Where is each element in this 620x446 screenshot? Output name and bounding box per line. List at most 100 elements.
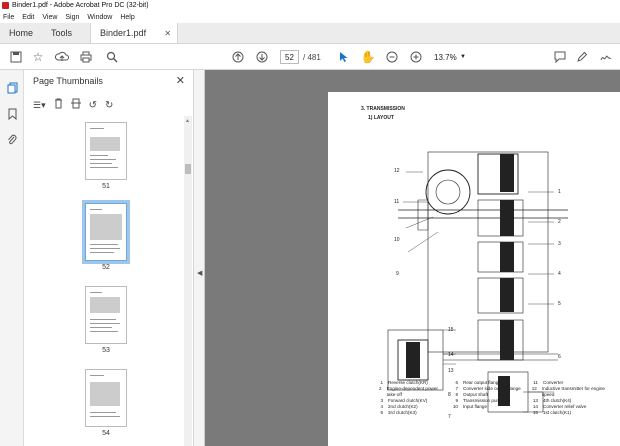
page-thumbnail-selected[interactable]: 52 (82, 200, 133, 271)
zoom-out-icon[interactable] (384, 49, 400, 65)
document-viewer[interactable]: 3. TRANSMISSION 1) LAYOUT (205, 70, 620, 446)
print-icon[interactable] (78, 49, 94, 65)
scrollbar-thumb[interactable] (185, 164, 191, 174)
callout-13: 13 (448, 368, 454, 374)
main-toolbar: ☆ 52 / 481 ✋ 13.7% ▼ (0, 44, 620, 70)
zoom-level-value: 13.7% (434, 52, 457, 62)
pdf-page: 3. TRANSMISSION 1) LAYOUT (328, 92, 620, 446)
previous-page-icon[interactable] (230, 49, 246, 65)
thumbnail-label: 53 (102, 347, 110, 354)
pen-icon[interactable] (574, 49, 590, 65)
menu-file[interactable]: File (3, 13, 15, 21)
zoom-level-select[interactable]: 13.7% ▼ (432, 50, 468, 64)
thumbnail-label: 54 (102, 430, 110, 437)
callout-2: 2 (558, 219, 561, 225)
menu-window[interactable]: Window (87, 13, 113, 21)
menu-bar: File Edit View Sign Window Help (0, 11, 620, 23)
thumbnail-image (85, 369, 127, 427)
search-icon[interactable] (104, 49, 120, 65)
rotate-right-icon[interactable]: ↻ (104, 99, 114, 111)
callout-14: 14 (448, 352, 454, 358)
thumbnail-label: 52 (102, 264, 110, 271)
panel-scrollbar[interactable]: ▲ (184, 116, 192, 446)
collapse-arrow-icon[interactable]: ◀ (197, 270, 203, 277)
callout-12: 12 (394, 168, 400, 174)
tab-home[interactable]: Home (9, 28, 34, 38)
menu-sign[interactable]: Sign (65, 13, 80, 21)
menu-view[interactable]: View (42, 13, 58, 21)
document-heading: 3. TRANSMISSION (361, 106, 405, 112)
rotate-left-icon[interactable]: ↺ (88, 99, 97, 111)
menu-help[interactable]: Help (120, 13, 135, 21)
page-thumbnail[interactable]: 53 (85, 286, 133, 354)
bookmark-star-icon[interactable]: ☆ (32, 50, 44, 64)
callout-8: 8 (448, 392, 451, 398)
callout-6: 6 (558, 354, 561, 360)
upload-cloud-icon[interactable] (54, 49, 70, 65)
close-tab-icon[interactable]: ✕ (164, 28, 172, 38)
chevron-down-icon: ▼ (460, 54, 466, 60)
page-thumbnails-icon[interactable] (6, 82, 18, 94)
page-thumbnails-panel: Page Thumbnails ✕ ☰▾ ↺ ↻ ▲ 51 (24, 70, 194, 446)
tab-bar: Home Tools Binder1.pdf ✕ (0, 23, 620, 44)
select-cursor-icon[interactable] (336, 49, 352, 65)
page-number-input[interactable]: 52 (280, 50, 299, 64)
tab-tools[interactable]: Tools (51, 28, 73, 38)
document-subheading: 1) LAYOUT (368, 115, 394, 121)
tab-document[interactable]: Binder1.pdf ✕ (90, 23, 179, 43)
save-icon[interactable] (8, 49, 24, 65)
panel-title: Page Thumbnails (33, 76, 103, 86)
extract-page-icon[interactable] (70, 98, 81, 112)
next-page-icon[interactable] (254, 49, 270, 65)
callout-11: 11 (394, 199, 400, 205)
close-panel-icon[interactable]: ✕ (175, 75, 185, 87)
transmission-layout-drawing (387, 151, 568, 413)
thumbnail-image (85, 286, 127, 344)
page-count: / 481 (303, 53, 321, 62)
scroll-up-icon[interactable]: ▲ (185, 118, 190, 124)
hand-tool-icon[interactable]: ✋ (360, 50, 376, 64)
callout-9: 9 (396, 271, 399, 277)
callout-3: 3 (558, 241, 561, 247)
left-navigation-rail (0, 70, 24, 446)
callout-5: 5 (558, 301, 561, 307)
tab-document-label: Binder1.pdf (100, 28, 147, 38)
panel-toolbar: ☰▾ ↺ ↻ (33, 98, 113, 112)
thumbnail-image (85, 122, 127, 180)
page-thumbnail[interactable]: 51 (85, 122, 133, 190)
callout-1: 1 (558, 189, 561, 195)
acrobat-logo-icon (2, 1, 9, 9)
thumbnail-options-icon[interactable]: ☰▾ (33, 99, 46, 110)
callout-7: 7 (448, 414, 451, 420)
menu-edit[interactable]: Edit (22, 13, 35, 21)
title-bar: Binder1.pdf - Adobe Acrobat Pro DC (32-b… (0, 0, 620, 10)
thumbnail-label: 51 (102, 183, 110, 190)
callout-15: 15 (448, 327, 454, 333)
zoom-in-icon[interactable] (408, 49, 424, 65)
bookmarks-icon[interactable] (6, 108, 18, 120)
callout-4: 4 (558, 271, 561, 277)
callout-10: 10 (394, 237, 400, 243)
comment-icon[interactable] (552, 49, 568, 65)
delete-page-icon[interactable] (54, 98, 63, 112)
page-thumbnail[interactable]: 54 (85, 369, 133, 437)
attachments-paperclip-icon[interactable] (6, 134, 18, 146)
sign-icon[interactable] (598, 49, 614, 65)
panel-collapse-handle[interactable]: ◀ (194, 70, 205, 446)
thumbnail-image (82, 200, 130, 264)
